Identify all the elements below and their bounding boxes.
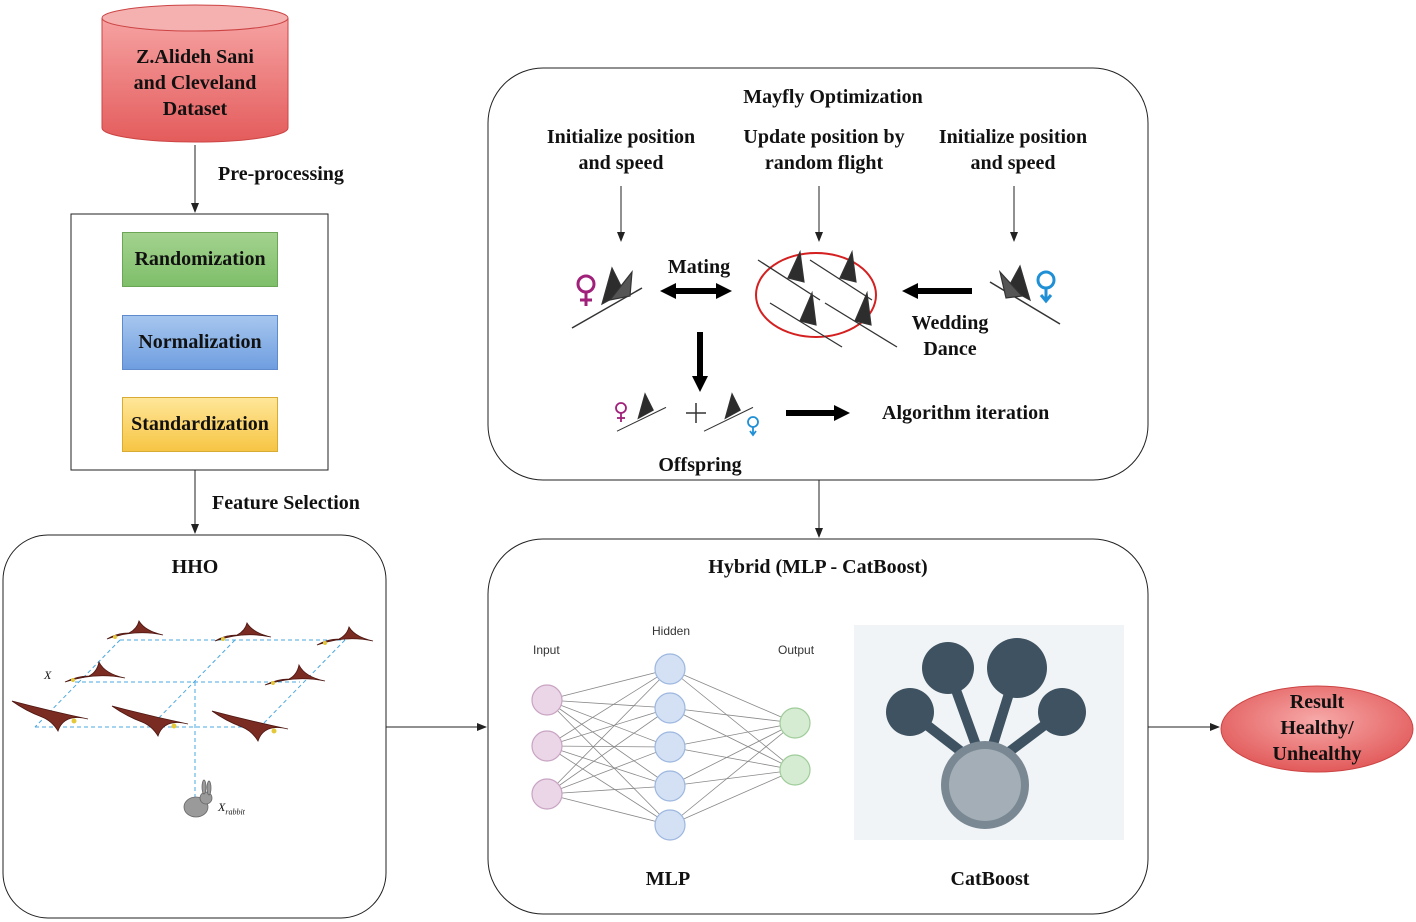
left-init-line-2: and speed xyxy=(578,152,664,174)
rabbit-label: Xrabbit xyxy=(218,800,245,817)
mlp-label: MLP xyxy=(645,868,691,890)
feature-selection-edge-label: Feature Selection xyxy=(212,492,360,514)
hho-grid xyxy=(34,639,346,800)
result-line-2: Healthy/ xyxy=(1280,717,1354,739)
hho-title: HHO xyxy=(171,556,219,578)
hho-x-label: X xyxy=(44,668,52,682)
mlp-hidden-nodes xyxy=(654,653,686,841)
result-ellipse xyxy=(1220,685,1414,773)
hawk-icons xyxy=(11,619,374,742)
mlp-hidden-label: Hidden xyxy=(652,624,691,638)
swarm-ellipse xyxy=(755,252,877,338)
update-line-1: Update position by xyxy=(743,126,905,148)
standardization-step: Standardization xyxy=(122,397,278,452)
iteration-label: Algorithm iteration xyxy=(882,402,1050,424)
mayfly-box xyxy=(487,67,1149,481)
preprocessing-box xyxy=(70,213,329,471)
dataset-label-1: Z.Alideh Sani xyxy=(136,46,254,68)
male-symbol-large xyxy=(1036,270,1056,304)
right-init-line-2: and speed xyxy=(970,152,1056,174)
female-symbol-large xyxy=(576,274,596,306)
dataset-label-2: and Cleveland xyxy=(133,72,257,94)
wedding-line-2: Dance xyxy=(923,338,977,360)
dataset-cylinder xyxy=(101,4,289,143)
randomization-step: Randomization xyxy=(122,232,278,287)
mayfly-icons xyxy=(571,249,1061,432)
female-symbol-small xyxy=(615,402,627,422)
preprocessing-edge-label: Pre-processing xyxy=(218,163,344,185)
hybrid-title: Hybrid (MLP - CatBoost) xyxy=(708,556,928,578)
offspring-label: Offspring xyxy=(658,454,742,476)
update-line-2: random flight xyxy=(764,152,884,174)
mlp-edges xyxy=(546,668,796,826)
right-init-line-1: Initialize position xyxy=(938,126,1088,148)
normalization-step: Normalization xyxy=(122,315,278,370)
result-line-3: Unhealthy xyxy=(1272,743,1362,765)
mlp-output-nodes xyxy=(779,707,811,786)
rabbit-icon xyxy=(183,779,213,818)
mlp-input-label: Input xyxy=(533,643,560,657)
mlp-input-nodes xyxy=(531,684,563,810)
catboost-logo xyxy=(854,625,1124,840)
male-symbol-small xyxy=(747,416,759,437)
mlp-output-label: Output xyxy=(778,643,815,657)
mayfly-title: Mayfly Optimization xyxy=(743,86,923,108)
catboost-label: CatBoost xyxy=(950,868,1030,890)
mating-label: Mating xyxy=(667,256,731,278)
plus-icon xyxy=(686,403,706,423)
dataset-label-3: Dataset xyxy=(162,98,228,120)
result-line-1: Result xyxy=(1289,691,1345,713)
left-init-line-1: Initialize position xyxy=(546,126,696,148)
wedding-line-1: Wedding xyxy=(911,312,989,334)
mlp-network xyxy=(531,653,811,841)
